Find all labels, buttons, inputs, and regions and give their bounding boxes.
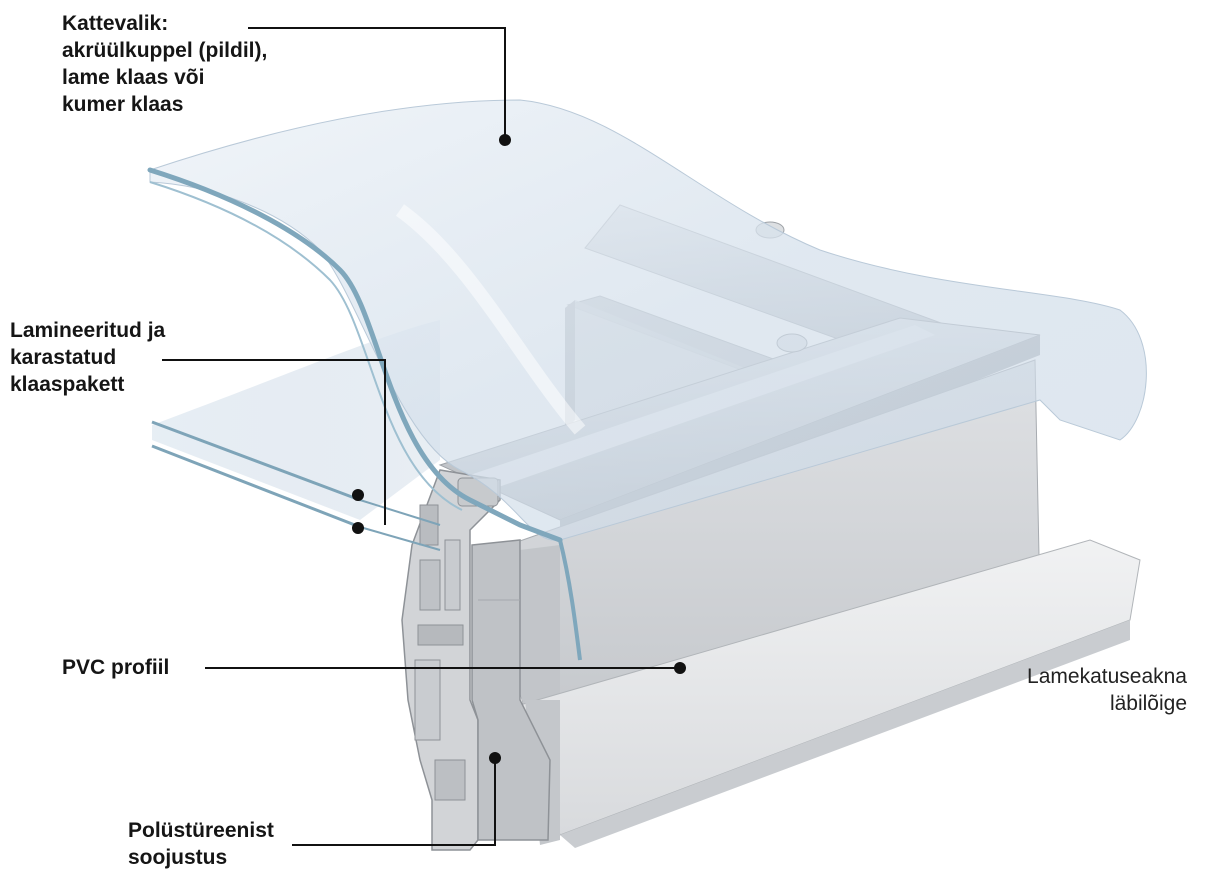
callout-dot-glass-top — [352, 489, 364, 501]
caption-line: läbilõige — [1109, 692, 1187, 715]
glass-pane — [151, 320, 441, 551]
caption-line: Lamekatuseakna — [1027, 665, 1187, 688]
label-cover-line: Kattevalik: — [62, 12, 169, 35]
leader-glass — [162, 359, 386, 495]
label-glass-line: karastatud — [10, 346, 117, 369]
label-cover-line: akrüülkuppel (pildil), — [62, 39, 268, 62]
label-pvc: PVC profiil — [62, 654, 169, 681]
callout-dot-insulation — [489, 752, 501, 764]
leader-insulation — [292, 758, 496, 846]
label-glass: Lamineeritud ja karastatud klaaspakett — [10, 317, 165, 398]
figure-caption: Lamekatuseakna läbilõige — [1027, 663, 1187, 717]
insulation-core — [471, 539, 551, 841]
label-cover: Kattevalik: akrüülkuppel (pildil), lame … — [62, 10, 267, 118]
leader-cover — [248, 27, 506, 140]
label-cover-line: kumer klaas — [62, 93, 184, 116]
label-glass-line: klaaspakett — [10, 373, 125, 396]
label-insulation-line: Polüstüreenist — [128, 819, 274, 842]
acrylic-dome — [147, 99, 1147, 661]
label-insulation: Polüstüreenist soojustus — [128, 817, 274, 871]
label-pvc-line: PVC profiil — [62, 656, 170, 679]
label-glass-line: Lamineeritud ja — [10, 319, 166, 342]
label-insulation-line: soojustus — [128, 846, 228, 869]
leader-lines — [162, 27, 680, 846]
callout-dot-cover — [499, 134, 511, 146]
callout-dot-pvc — [674, 662, 686, 674]
callout-dots — [352, 134, 686, 764]
callout-dot-glass-bottom — [352, 522, 364, 534]
label-cover-line: lame klaas või — [62, 66, 205, 89]
